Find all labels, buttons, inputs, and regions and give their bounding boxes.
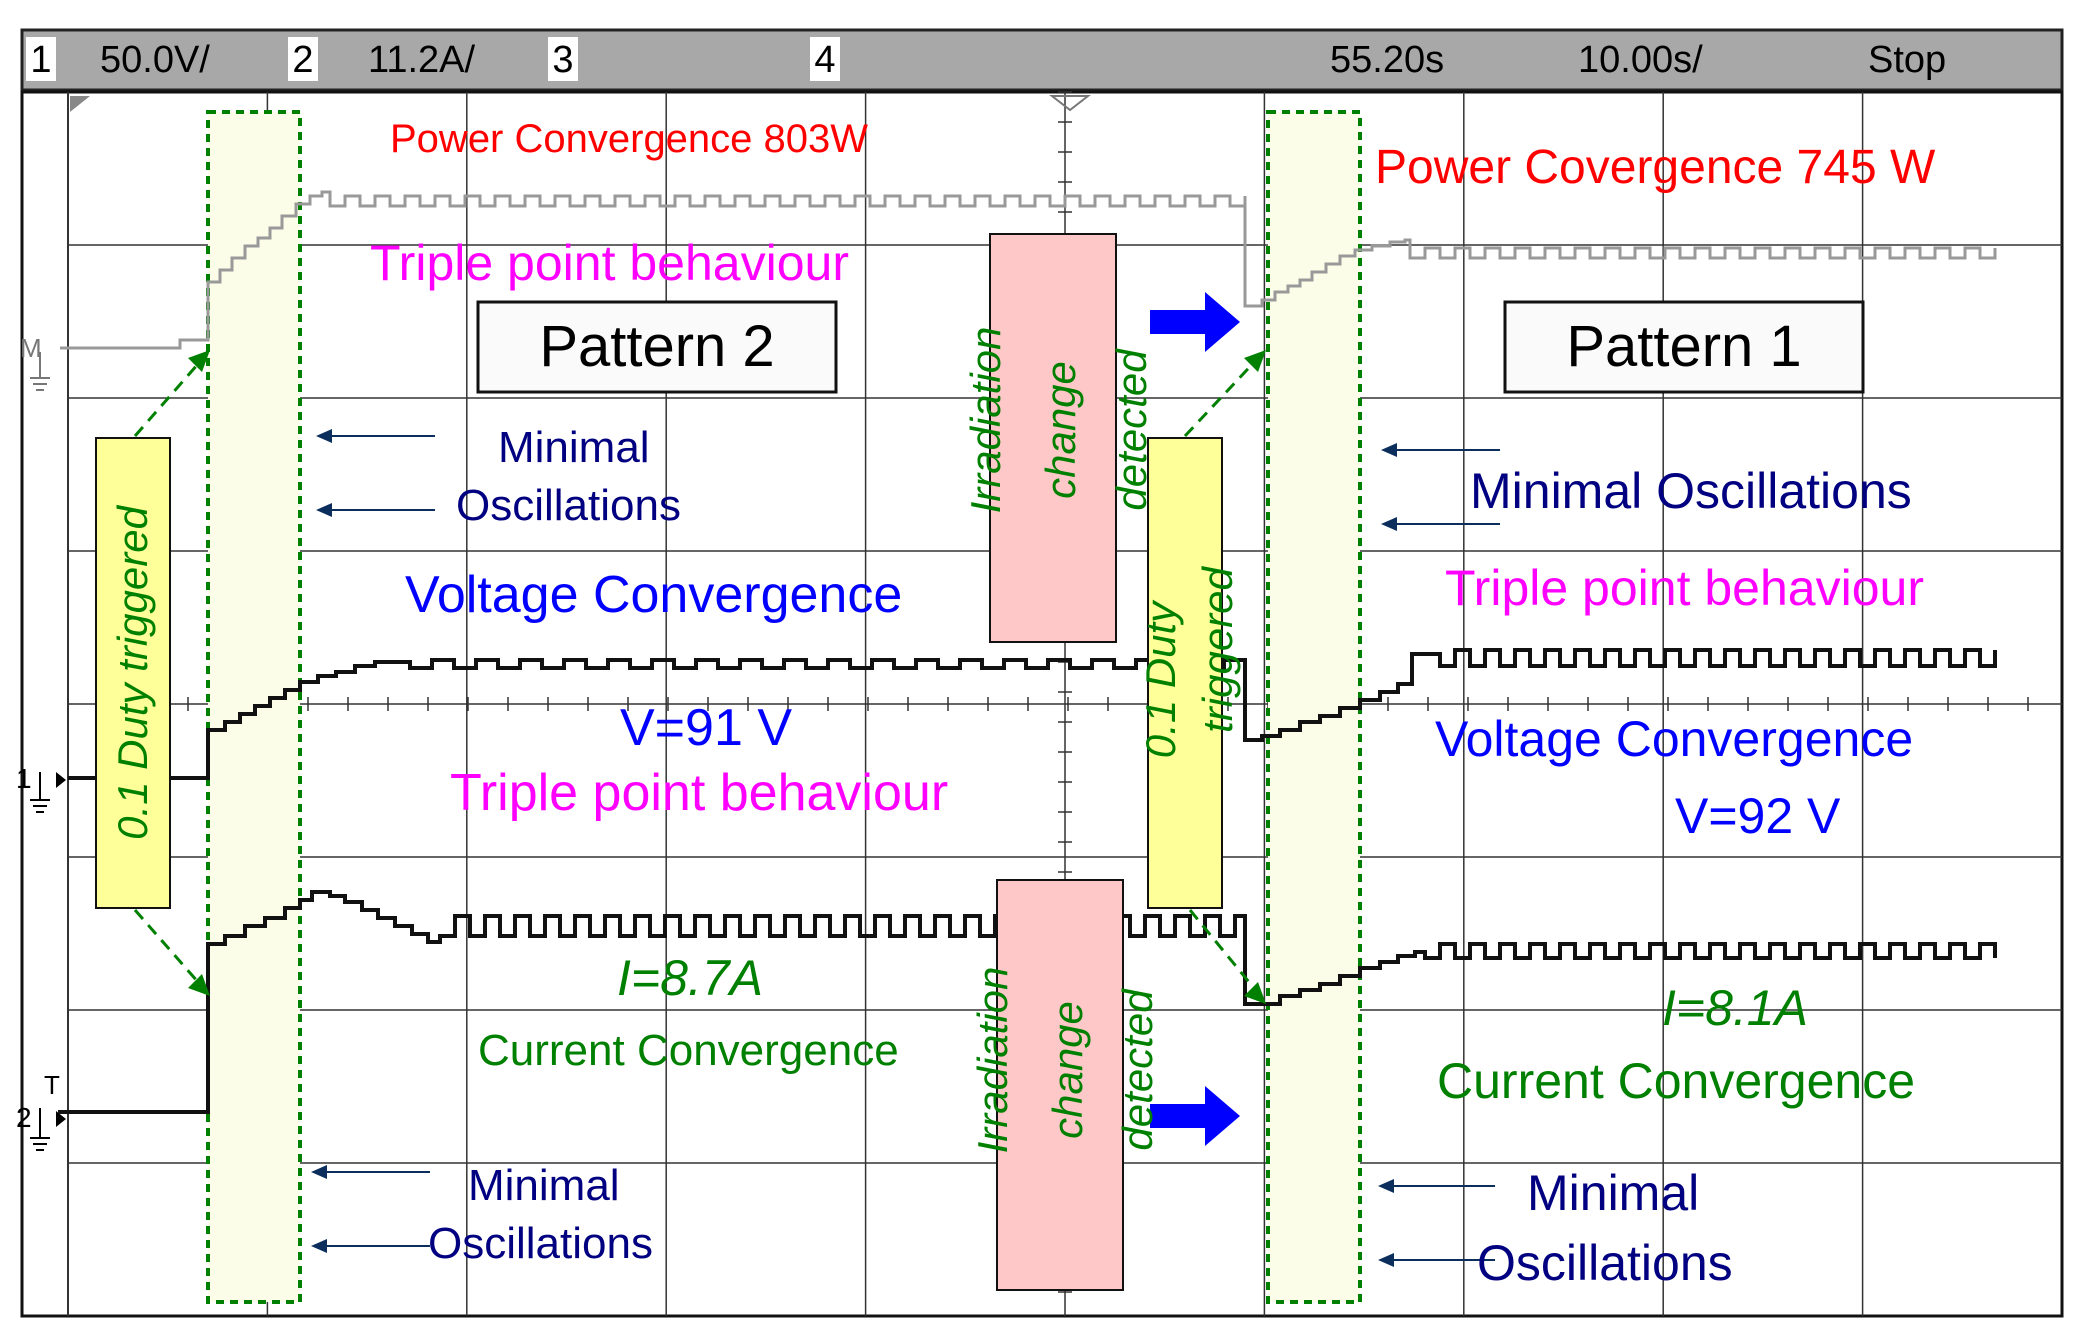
current-convergence-left: Current Convergence — [478, 1026, 899, 1075]
irr-bottom-line3: detected — [1114, 988, 1161, 1151]
triple-point-top-left: Triple point behaviour — [370, 235, 849, 291]
minimal-bottom-right-1: Minimal — [1527, 1165, 1699, 1221]
duty-box-left — [95, 437, 171, 909]
ch1-ground-label: 1 — [16, 763, 32, 794]
pattern-label-right: Pattern 1 — [1566, 314, 1801, 379]
duty-arrowhead-left-down — [188, 974, 210, 996]
triple-point-right: Triple point behaviour — [1445, 560, 1924, 616]
irr-top-line1: Irradiation — [962, 327, 1009, 514]
trigger-position-marker — [70, 96, 90, 112]
ch3-number: 3 — [552, 39, 573, 81]
minimal-oscillation-arrows — [315, 435, 1500, 1261]
minimal-top-left-1: Minimal — [498, 423, 650, 472]
ch2-ground-icon — [30, 1108, 50, 1151]
ch4-badge[interactable] — [810, 37, 840, 81]
minimal-top-left-2: Oscillations — [456, 481, 681, 530]
duty-arrowhead-right-up — [1244, 350, 1266, 372]
math-marker-label: M — [20, 333, 42, 363]
minimal-bottom-left-1: Minimal — [468, 1161, 620, 1210]
status-bar — [20, 28, 2064, 92]
ch2-marker-arrow — [56, 1111, 66, 1127]
ch1-scale: 50.0V/ — [100, 39, 210, 81]
power-convergence-right: Power Covergence 745 W — [1375, 141, 1936, 194]
ch3-badge[interactable] — [548, 37, 578, 81]
pattern-label-left: Pattern 2 — [539, 314, 774, 379]
duty-arrowhead-right-down — [1244, 982, 1266, 1004]
voltage-trace — [68, 648, 1997, 780]
voltage-convergence-right: Voltage Convergence — [1435, 711, 1913, 767]
run-state[interactable]: Stop — [1868, 39, 1946, 81]
duty-box-right — [1147, 437, 1223, 909]
irr-bottom-line1: Irradiation — [969, 967, 1016, 1154]
pattern-box-right — [1503, 300, 1865, 394]
ch1-number: 1 — [30, 39, 51, 81]
trigger-level-label: T — [44, 1070, 60, 1100]
duty-label-right-2: triggered — [1194, 565, 1241, 732]
current-value-right: I=8.1A — [1662, 980, 1808, 1036]
irr-bottom-line2: change — [1044, 1001, 1091, 1139]
ch2-badge[interactable] — [288, 37, 318, 81]
duty-arrowhead-left-up — [188, 350, 210, 372]
irr-top-line3: detected — [1108, 348, 1155, 511]
voltage-value-left: V=91 V — [620, 699, 792, 757]
triple-point-mid-left: Triple point behaviour — [450, 764, 948, 822]
block-arrow-bottom — [1150, 1086, 1240, 1146]
power-trace — [60, 190, 1997, 350]
block-arrow-top — [1150, 292, 1240, 352]
duty-arrows-left — [133, 355, 207, 991]
ch1-ground-icon — [30, 772, 50, 813]
duty-label-right-1: 0.1 Duty — [1137, 599, 1184, 758]
duty-arrows-right — [1183, 354, 1264, 999]
ch2-number: 2 — [292, 39, 313, 81]
current-convergence-right: Current Convergence — [1437, 1053, 1915, 1109]
minimal-bottom-left-2: Oscillations — [428, 1219, 653, 1268]
trigger-time: 55.20s — [1330, 39, 1444, 81]
minimal-top-right: Minimal Oscillations — [1470, 463, 1912, 519]
current-value-left: I=8.7A — [617, 950, 763, 1006]
minimal-oscillation-arrowheads — [311, 429, 1397, 1267]
power-convergence-left: Power Convergence 803W — [390, 117, 868, 161]
duty-label-left: 0.1 Duty triggered — [109, 504, 156, 839]
ch2-scale: 11.2A/ — [368, 39, 475, 81]
math-ground-icon — [30, 352, 50, 391]
ch1-marker-arrow — [56, 772, 66, 788]
irradiation-box-bottom — [996, 879, 1124, 1291]
irradiation-box-top — [989, 233, 1117, 643]
trigger-time-marker — [1049, 95, 1091, 112]
voltage-convergence-left: Voltage Convergence — [405, 566, 902, 624]
minimal-bottom-right-2: Oscillations — [1477, 1235, 1733, 1291]
ch4-number: 4 — [814, 39, 835, 81]
irr-top-line2: change — [1037, 361, 1084, 499]
voltage-value-right: V=92 V — [1675, 788, 1841, 844]
timebase: 10.00s/ — [1578, 39, 1703, 81]
ch1-badge[interactable] — [26, 37, 56, 81]
ch2-ground-label: 2 — [16, 1102, 32, 1133]
pattern-box-left — [476, 300, 838, 394]
